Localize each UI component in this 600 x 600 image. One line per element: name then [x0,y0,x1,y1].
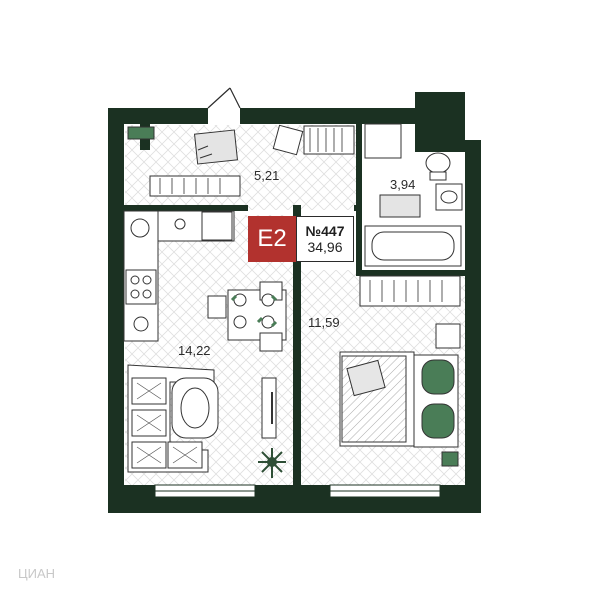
apartment-code-badge: E2 [248,216,296,262]
bedroom-area-label: 11,59 [308,315,340,330]
bedroom-hangers [369,280,443,302]
apartment-total-area: 34,96 [307,239,343,255]
wardrobe-hangers [159,128,343,194]
hallway-furniture [127,123,402,197]
kitchen-area-label: 14,22 [178,343,211,358]
dining-table [207,281,287,352]
hallway-area-label: 5,21 [254,168,280,183]
armchairs [421,359,455,439]
plant [258,448,286,478]
entrance-door [207,87,241,109]
kitchen-counter [123,210,235,342]
apartment-number: №447 [305,223,345,239]
tv-stand [261,377,277,439]
bathroom-fixtures [364,152,463,267]
windows [154,484,441,498]
apartment-info-badge: №447 34,96 [296,216,354,262]
bathroom-area-label: 3,94 [390,177,416,192]
walls [108,92,481,513]
watermark: ЦИАН [18,566,56,581]
sofa [127,364,219,473]
